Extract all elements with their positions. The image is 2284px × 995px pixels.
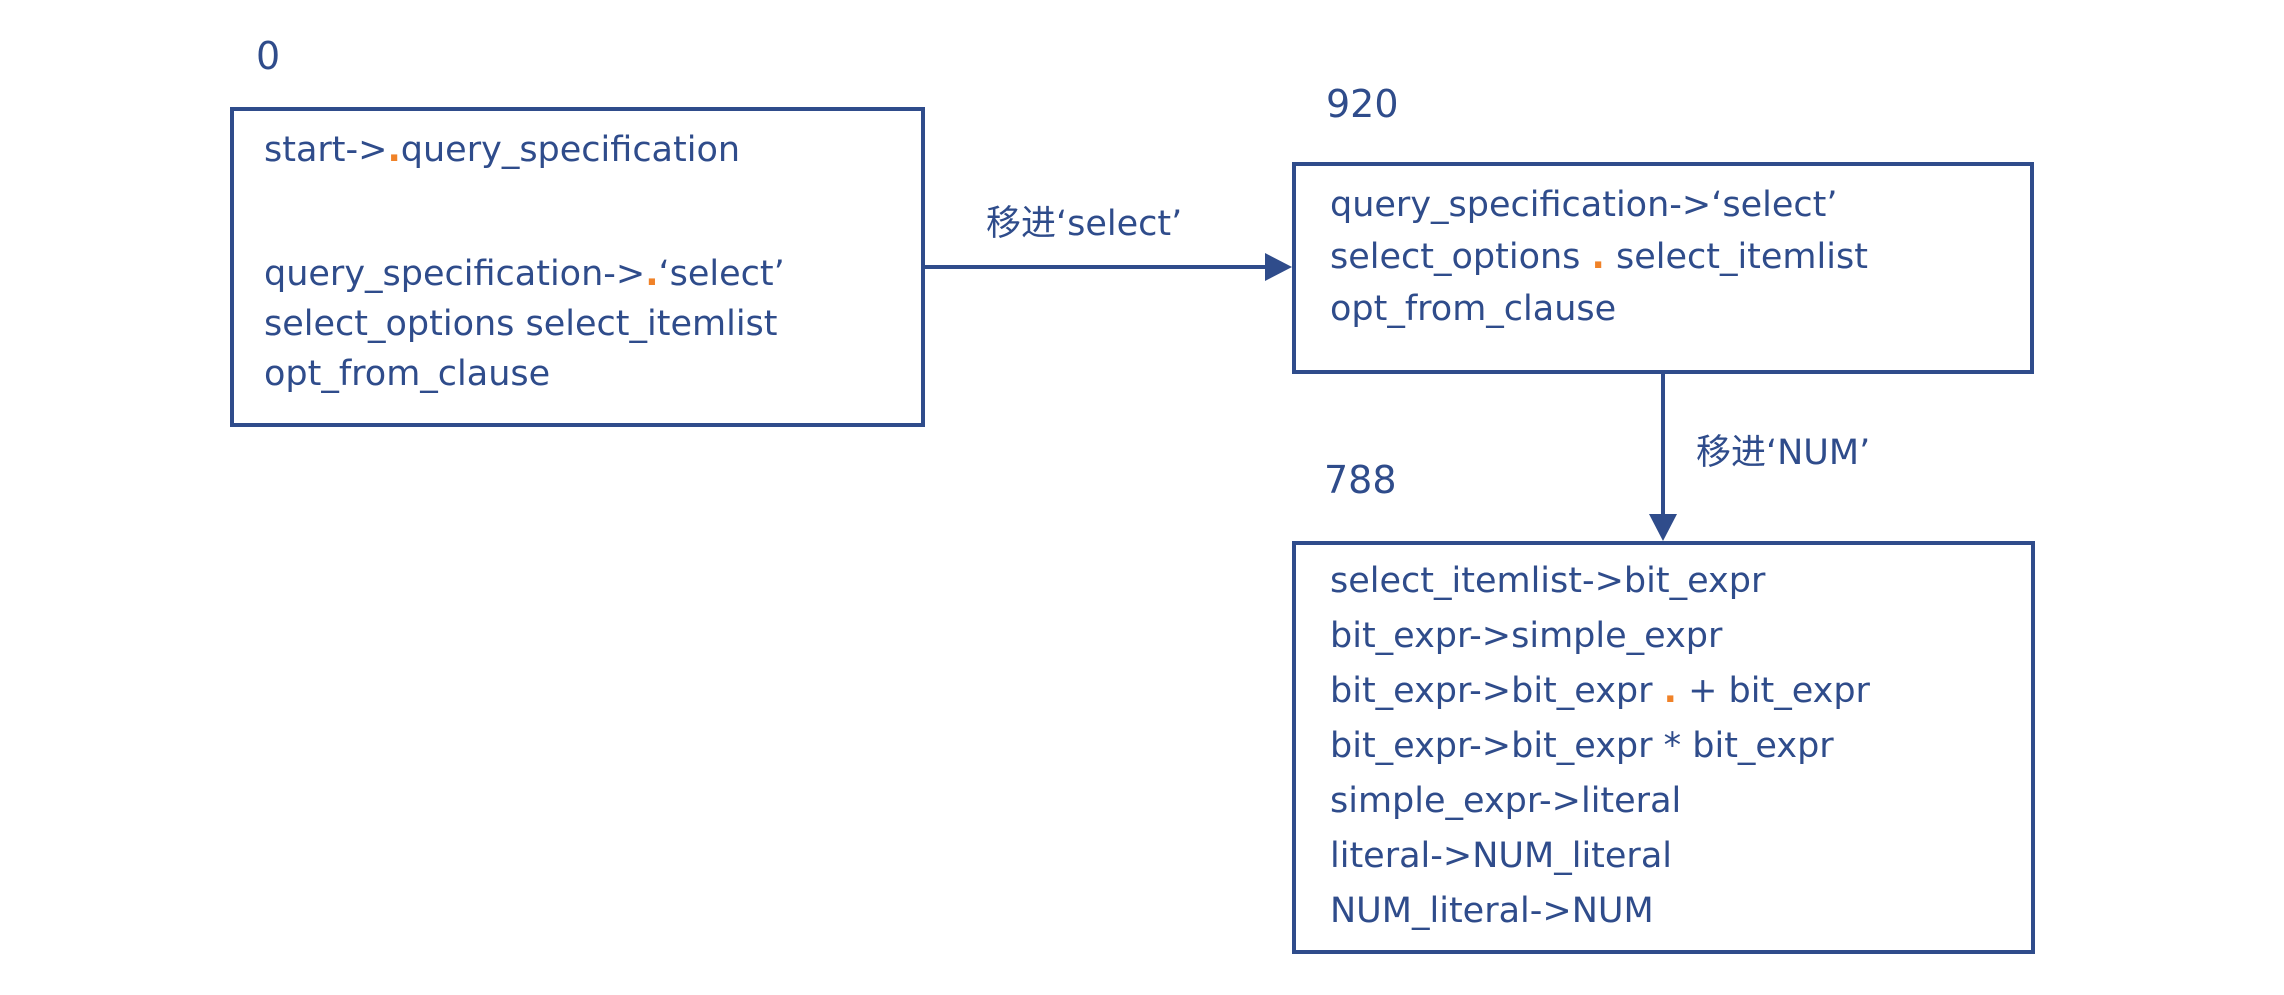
item-text: bit_expr->bit_expr bbox=[1330, 671, 1664, 711]
edge-shift-select-line bbox=[924, 265, 1266, 269]
grammar-item: simple_expr->literal bbox=[1330, 774, 2021, 829]
parse-dot: . bbox=[387, 130, 401, 170]
grammar-item: select_options select_itemlist bbox=[264, 299, 911, 349]
arrowhead-down-icon bbox=[1649, 514, 1677, 541]
state-0-box: start->.query_specification query_specif… bbox=[230, 107, 925, 427]
item-text: opt_from_clause bbox=[1330, 289, 1617, 329]
item-text: opt_from_clause bbox=[264, 354, 551, 394]
grammar-item: select_itemlist->bit_expr bbox=[1330, 554, 2021, 609]
parse-dot: . bbox=[645, 254, 659, 294]
grammar-item: literal->NUM_literal bbox=[1330, 829, 2021, 884]
grammar-item: select_options . select_itemlist bbox=[1330, 231, 2020, 283]
state-788-label: 788 bbox=[1324, 458, 1397, 502]
arrowhead-right-icon bbox=[1265, 253, 1292, 281]
item-text: simple_expr->literal bbox=[1330, 781, 1682, 821]
state-788-box: select_itemlist->bit_expr bit_expr->simp… bbox=[1292, 541, 2035, 954]
state-920-label: 920 bbox=[1326, 82, 1399, 126]
item-text: query_specification-> bbox=[264, 254, 646, 294]
grammar-item: query_specification->‘select’ bbox=[1330, 179, 2020, 231]
item-text: ‘select’ bbox=[658, 254, 785, 294]
item-text: start-> bbox=[264, 130, 388, 170]
state-920-box: query_specification->‘select’ select_opt… bbox=[1292, 162, 2034, 374]
grammar-item: bit_expr->bit_expr * bit_expr bbox=[1330, 719, 2021, 774]
grammar-item-blank bbox=[264, 175, 911, 249]
state-0-label: 0 bbox=[256, 34, 281, 78]
edge-shift-select-label: 移进‘select’ bbox=[986, 204, 1183, 244]
grammar-item: opt_from_clause bbox=[1330, 283, 2020, 335]
item-text: query_specification bbox=[400, 130, 741, 170]
item-text: select_options bbox=[1330, 237, 1592, 277]
grammar-item: bit_expr->bit_expr . + bit_expr bbox=[1330, 664, 2021, 719]
grammar-item: NUM_literal->NUM bbox=[1330, 884, 2021, 939]
parse-dot: . bbox=[1663, 671, 1677, 711]
edge-shift-num-label: 移进‘NUM’ bbox=[1696, 433, 1871, 473]
item-text: select_options select_itemlist bbox=[264, 304, 778, 344]
item-text: + bit_expr bbox=[1676, 671, 1870, 711]
item-text: bit_expr->simple_expr bbox=[1330, 616, 1723, 656]
grammar-item: bit_expr->simple_expr bbox=[1330, 609, 2021, 664]
grammar-item: start->.query_specification bbox=[264, 125, 911, 175]
item-text: literal->NUM_literal bbox=[1330, 836, 1672, 876]
grammar-item: opt_from_clause bbox=[264, 349, 911, 399]
edge-shift-num-line bbox=[1661, 373, 1665, 517]
item-text: select_itemlist bbox=[1604, 237, 1868, 277]
parse-dot: . bbox=[1591, 237, 1605, 277]
item-text: bit_expr->bit_expr * bit_expr bbox=[1330, 726, 1834, 766]
item-text: NUM_literal->NUM bbox=[1330, 891, 1654, 931]
item-text: select_itemlist->bit_expr bbox=[1330, 561, 1766, 601]
item-text: query_specification->‘select’ bbox=[1330, 185, 1838, 225]
grammar-item: query_specification->.‘select’ bbox=[264, 249, 911, 299]
